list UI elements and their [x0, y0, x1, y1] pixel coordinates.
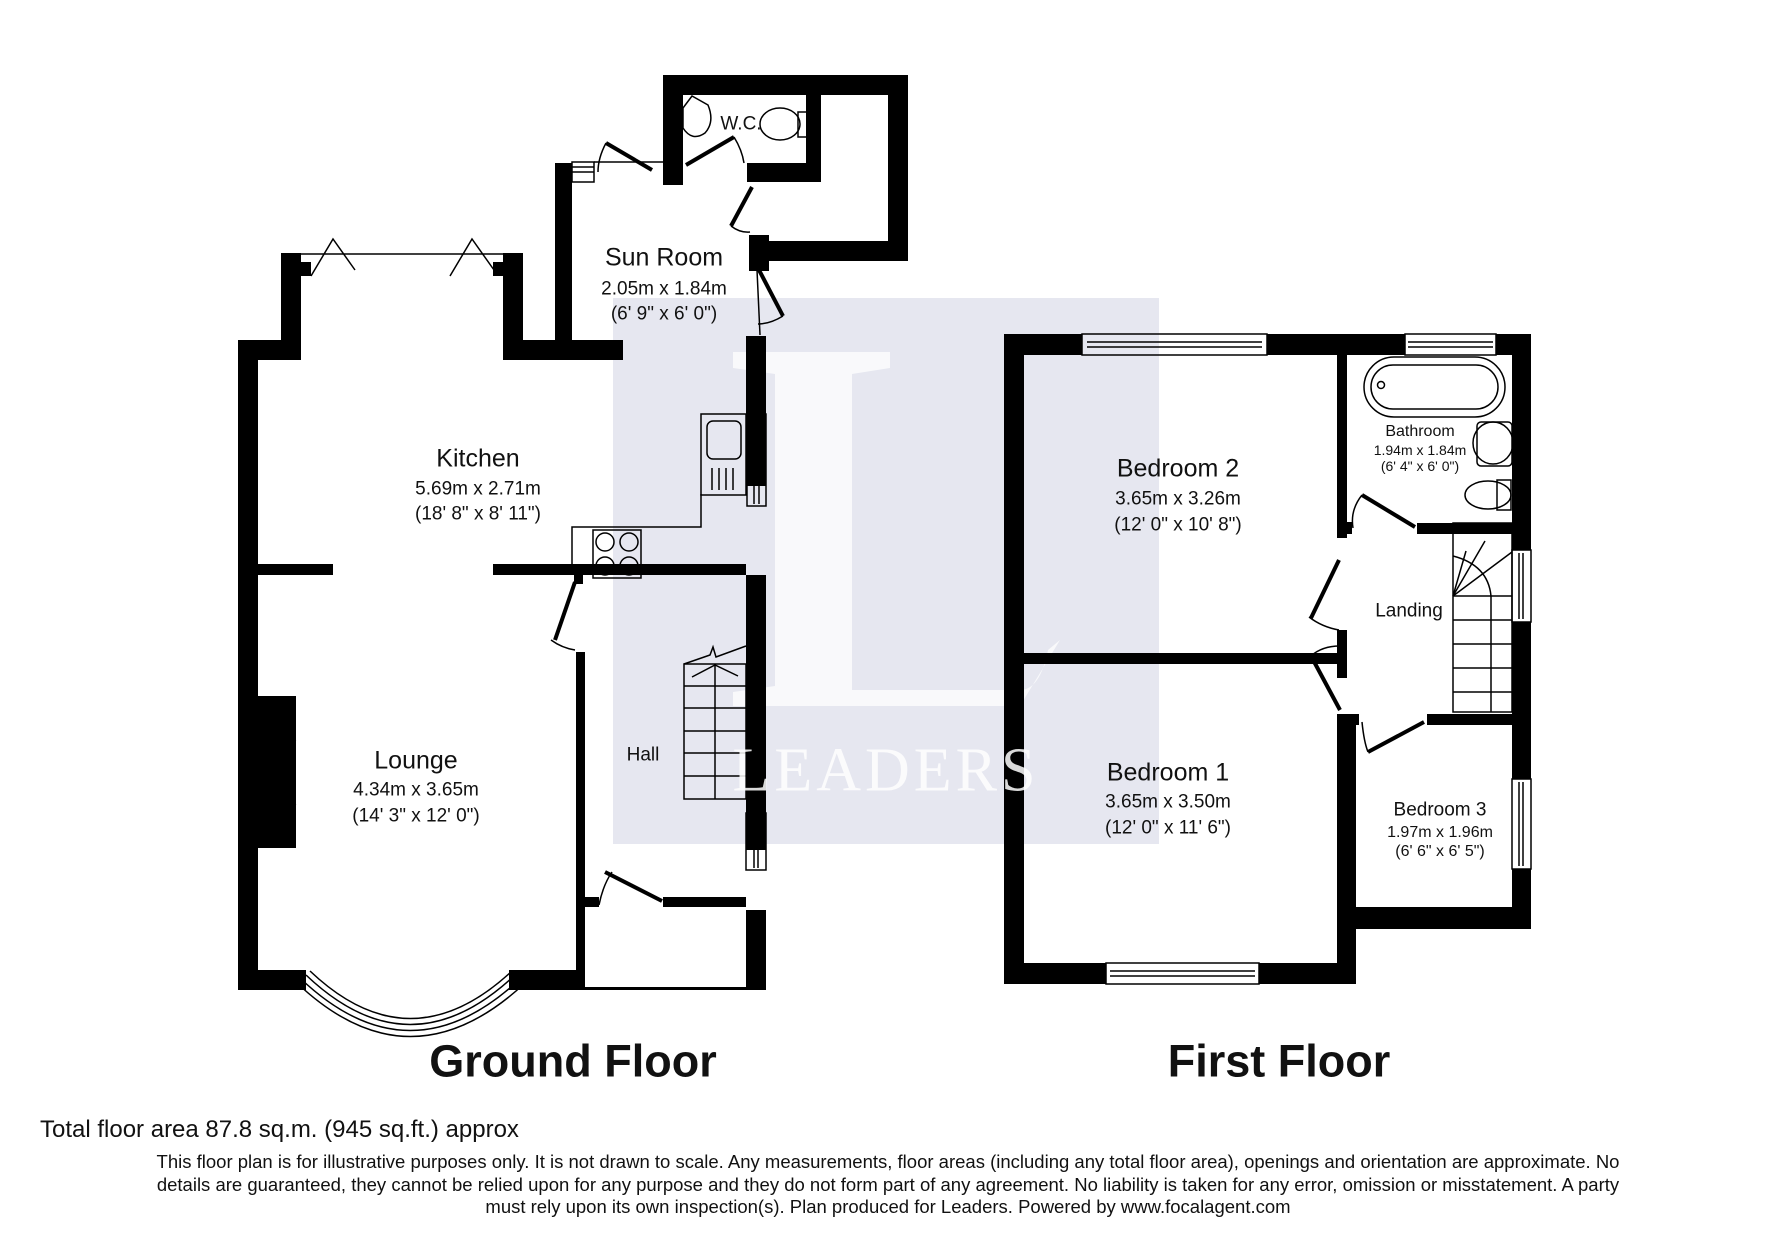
- room-label-bedroom-2: Bedroom 2: [1116, 454, 1240, 483]
- disclaimer: This floor plan is for illustrative purp…: [40, 1151, 1736, 1219]
- room-dim-imperial-bedroom-1: (12' 0" x 11' 6"): [1104, 817, 1232, 839]
- room-dim-metric-kitchen: 5.69m x 2.71m: [415, 478, 541, 500]
- room-label-kitchen: Kitchen: [436, 444, 520, 473]
- room-dim-imperial-lounge: (14' 3" x 12' 0"): [352, 805, 480, 827]
- room-dim-metric-bedroom-1: 3.65m x 3.50m: [1105, 791, 1231, 813]
- room-label-bedroom-3: Bedroom 3: [1393, 799, 1487, 821]
- room-dim-metric-bedroom-3: 1.97m x 1.96m: [1387, 824, 1493, 841]
- room-dim-metric-bedroom-2: 3.65m x 3.26m: [1115, 488, 1241, 510]
- room-label-wc: W.C.: [720, 113, 762, 135]
- room-label-sun-room: Sun Room: [604, 243, 724, 272]
- ground-floor-title: Ground Floor: [429, 1035, 717, 1087]
- room-dim-imperial-sun-room: (6' 9" x 6' 0"): [610, 303, 718, 325]
- room-dim-imperial-kitchen: (18' 8" x 8' 11"): [414, 503, 542, 525]
- room-dim-metric-bathroom: 1.94m x 1.84m: [1373, 442, 1467, 458]
- room-dim-metric-lounge: 4.34m x 3.65m: [353, 779, 479, 801]
- total-floor-area: Total floor area 87.8 sq.m. (945 sq.ft.)…: [40, 1116, 519, 1143]
- room-dim-imperial-bedroom-3: (6' 6" x 6' 5"): [1395, 843, 1485, 860]
- room-label-bedroom-1: Bedroom 1: [1106, 758, 1230, 787]
- disclaimer-line: details are guaranteed, they cannot be r…: [156, 1173, 1620, 1195]
- room-label-lounge: Lounge: [374, 746, 458, 775]
- watermark-brand-text: LEADERS: [732, 736, 1040, 805]
- disclaimer-line: must rely upon its own inspection(s). Pl…: [485, 1196, 1291, 1217]
- room-label-landing: Landing: [1375, 600, 1443, 622]
- first-floor-title: First Floor: [1167, 1035, 1391, 1087]
- room-dim-imperial-bedroom-2: (12' 0" x 10' 8"): [1114, 514, 1242, 536]
- room-dim-metric-sun-room: 2.05m x 1.84m: [601, 278, 727, 300]
- room-label-hall: Hall: [626, 744, 660, 766]
- disclaimer-line: This floor plan is for illustrative purp…: [156, 1151, 1620, 1172]
- room-dim-imperial-bathroom: (6' 4" x 6' 0"): [1380, 458, 1460, 474]
- room-label-bathroom: Bathroom: [1385, 423, 1455, 440]
